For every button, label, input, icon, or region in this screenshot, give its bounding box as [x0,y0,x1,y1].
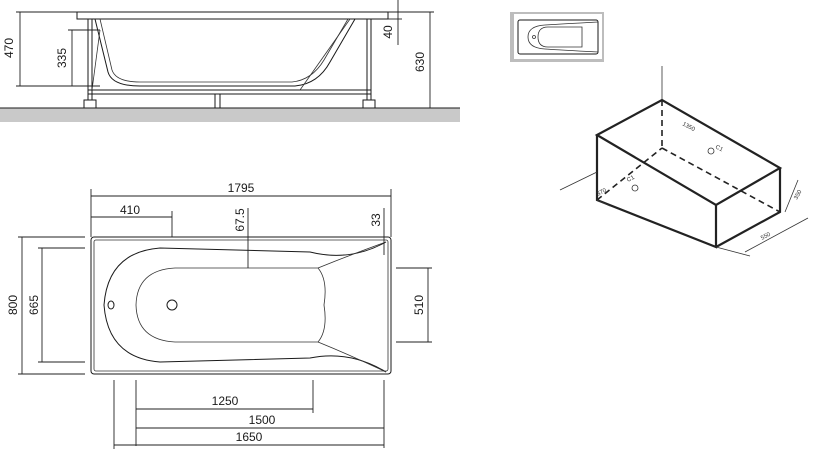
dim-33: 33 [369,213,383,227]
tub-profile [94,18,356,87]
dim-510: 510 [412,295,426,315]
dim-665: 665 [27,295,41,315]
dim-40: 40 [381,25,395,39]
iso-label-550: 550 [760,231,772,241]
dim-800: 800 [6,295,20,315]
floor-strip [0,108,460,122]
overflow-hole [107,300,115,310]
dim-335: 335 [55,48,69,68]
dim-630: 630 [413,52,427,72]
iso-label-c1-b: C1 [626,175,636,184]
top-view: 1795 410 67.5 33 800 665 510 1250 [6,181,432,449]
dim-1650: 1650 [236,430,263,444]
dim-1500: 1500 [249,413,276,427]
dim-470: 470 [2,38,16,58]
basin-outline [103,241,387,373]
dim-410: 410 [120,203,140,217]
iso-label-350: 350 [793,189,803,201]
iso-view: 1350 C1 C1 370 350 550 [559,66,809,257]
thumbnail [510,12,604,62]
iso-label-c1-a: C1 [714,144,724,153]
dim-1795: 1795 [228,181,255,195]
tub-rim [76,11,389,20]
side-view: 470 335 40 630 [0,0,460,122]
dim-67-5: 67.5 [233,208,247,232]
dim-1250: 1250 [212,394,239,408]
iso-label-1350: 1350 [681,121,696,133]
iso-label-370: 370 [596,187,608,197]
tub-outline [90,236,392,375]
drain-hole [166,299,178,311]
